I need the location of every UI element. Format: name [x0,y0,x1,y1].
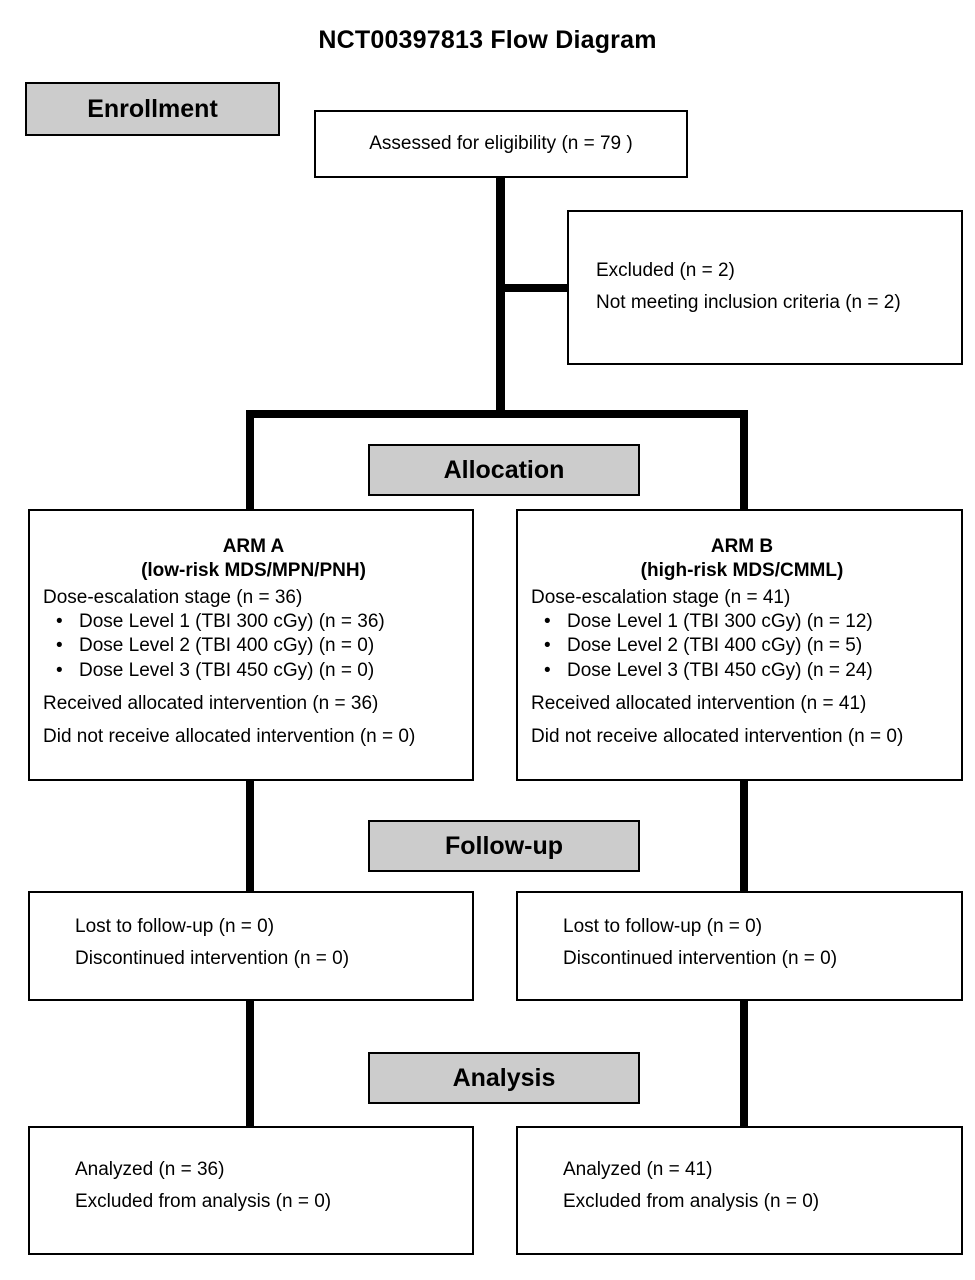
followup-right-line-2: Discontinued intervention (n = 0) [563,948,838,970]
node-arm-a: ARM A (low-risk MDS/MPN/PNH) Dose-escala… [28,509,474,781]
list-item: • Dose Level 2 (TBI 400 cGy) (n = 0) [43,634,464,658]
arm-b-stage-line: Dose-escalation stage (n = 41) [531,586,791,608]
stage-label-enrollment-text: Enrollment [87,94,218,123]
stage-label-followup-text: Follow-up [444,831,564,860]
stage-label-analysis-text: Analysis [452,1063,556,1092]
arm-a-dose-1: Dose Level 1 (TBI 300 cGy) (n = 36) [79,610,385,632]
connector-split-to-arm-b [740,410,748,515]
excluded-line-1: Excluded (n = 2) [596,260,735,281]
stage-label-enrollment: Enrollment [25,82,280,136]
bullet-icon: • [544,610,551,632]
arm-a-dose-list: • Dose Level 1 (TBI 300 cGy) (n = 36) • … [43,610,464,683]
arm-b-received: Received allocated intervention (n = 41) [531,692,867,714]
followup-right-line-1: Lost to follow-up (n = 0) [563,916,763,937]
node-followup-right: Lost to follow-up (n = 0) Discontinued i… [516,891,963,1001]
node-analysis-left: Analyzed (n = 36) Excluded from analysis… [28,1126,474,1255]
connector-followup-to-analysis-left [246,1000,254,1128]
connector-assessed-to-excluded [496,284,571,292]
list-item: • Dose Level 3 (TBI 450 cGy) (n = 0) [43,659,464,683]
assessed-line-1: Assessed for eligibility (n = 79 ) [369,133,633,154]
arm-b-subtitle: (high-risk MDS/CMML) [640,560,844,582]
analysis-right-line-2: Excluded from analysis (n = 0) [563,1191,820,1213]
arm-a-not-received: Did not receive allocated intervention (… [43,726,416,748]
bullet-icon: • [56,635,63,657]
arm-a-subtitle: (low-risk MDS/MPN/PNH) [141,560,366,582]
arm-a-dose-2: Dose Level 2 (TBI 400 cGy) (n = 0) [79,635,375,657]
excluded-line-2: Not meeting inclusion criteria (n = 2) [596,292,901,314]
node-excluded: Excluded (n = 2) Not meeting inclusion c… [567,210,963,365]
arm-b-dose-3: Dose Level 3 (TBI 450 cGy) (n = 24) [567,659,873,681]
arm-b-not-received: Did not receive allocated intervention (… [531,726,904,748]
arm-b-dose-2: Dose Level 2 (TBI 400 cGy) (n = 5) [567,635,863,657]
list-item: • Dose Level 1 (TBI 300 cGy) (n = 12) [531,610,953,634]
list-item: • Dose Level 3 (TBI 450 cGy) (n = 24) [531,659,953,683]
bullet-icon: • [56,659,63,681]
stage-label-allocation-text: Allocation [443,455,565,484]
arm-a-dose-3: Dose Level 3 (TBI 450 cGy) (n = 0) [79,659,375,681]
arm-b-title: ARM B [710,536,774,557]
connector-followup-to-analysis-right [740,1000,748,1128]
analysis-left-line-2: Excluded from analysis (n = 0) [75,1191,332,1213]
arm-b-dose-1: Dose Level 1 (TBI 300 cGy) (n = 12) [567,610,873,632]
arm-a-received: Received allocated intervention (n = 36) [43,692,379,714]
connector-arm-b-to-followup [740,778,748,893]
arm-b-dose-list: • Dose Level 1 (TBI 300 cGy) (n = 12) • … [531,610,953,683]
list-item: • Dose Level 2 (TBI 400 cGy) (n = 5) [531,634,953,658]
stage-label-analysis: Analysis [368,1052,640,1104]
followup-left-line-2: Discontinued intervention (n = 0) [75,948,350,970]
page-title: NCT00397813 Flow Diagram [318,26,657,54]
analysis-right-line-1: Analyzed (n = 41) [563,1159,713,1180]
arm-a-stage-line: Dose-escalation stage (n = 36) [43,586,303,608]
bullet-icon: • [544,635,551,657]
list-item: • Dose Level 1 (TBI 300 cGy) (n = 36) [43,610,464,634]
node-assessed-for-eligibility: Assessed for eligibility (n = 79 ) [314,110,688,178]
arm-a-title: ARM A [222,536,285,557]
node-analysis-right: Analyzed (n = 41) Excluded from analysis… [516,1126,963,1255]
bullet-icon: • [56,610,63,632]
stage-label-followup: Follow-up [368,820,640,872]
followup-left-line-1: Lost to follow-up (n = 0) [75,916,275,937]
bullet-icon: • [544,659,551,681]
stage-label-allocation: Allocation [368,444,640,496]
connector-split-to-arm-a [246,410,254,515]
node-arm-b: ARM B (high-risk MDS/CMML) Dose-escalati… [516,509,963,781]
analysis-left-line-1: Analyzed (n = 36) [75,1159,225,1180]
connector-arm-a-to-followup [246,778,254,893]
connector-assessed-to-allocation [496,175,505,417]
node-followup-left: Lost to follow-up (n = 0) Discontinued i… [28,891,474,1001]
connector-allocation-split-bar [246,410,748,418]
